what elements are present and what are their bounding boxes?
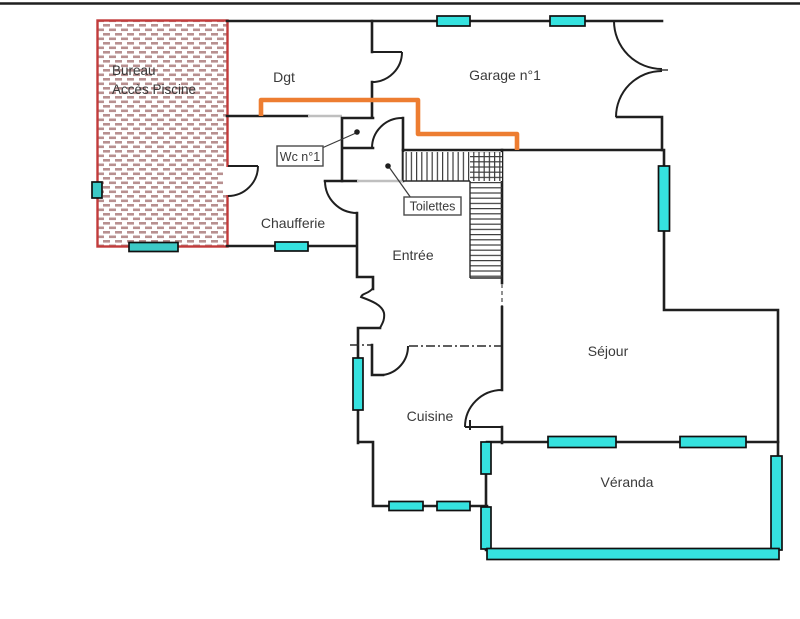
room-bureau xyxy=(91,19,232,253)
door-arc xyxy=(324,180,358,214)
door-arc xyxy=(382,345,410,376)
window-rect xyxy=(549,15,586,27)
window-rect xyxy=(547,435,617,449)
wall-partition-door-jamb xyxy=(370,343,385,377)
leader-line xyxy=(388,166,412,199)
wc-label-box xyxy=(276,145,324,167)
room-label: Véranda xyxy=(601,474,654,490)
stairs xyxy=(402,152,502,279)
toilettes-label-box xyxy=(403,196,462,216)
wall-wc-box xyxy=(340,116,405,183)
room-label: Séjour xyxy=(588,343,629,359)
room-label: Dgt xyxy=(273,69,295,85)
stairs-crosshatch-landing xyxy=(470,152,502,181)
window-rect xyxy=(436,15,471,27)
window-rect xyxy=(657,165,671,232)
leader-line xyxy=(321,132,357,149)
room-label: Chaufferie xyxy=(261,215,326,231)
window-rect xyxy=(128,241,179,253)
windows xyxy=(274,15,783,561)
window-rect xyxy=(388,500,424,512)
wall-cuisine xyxy=(356,326,489,508)
window-rect xyxy=(91,181,103,199)
room-label: Entrée xyxy=(392,247,433,263)
door-arc xyxy=(371,117,403,149)
window-rect xyxy=(679,435,747,449)
door-arc xyxy=(615,70,663,118)
bureau-hatched-area xyxy=(96,19,229,248)
room-label: Garage n°1 xyxy=(469,67,541,83)
window-rect xyxy=(486,547,780,561)
door-leaf xyxy=(465,420,502,430)
room-labels: Bureau Accès Piscine Dgt Garage n°1 Wc n… xyxy=(112,63,654,490)
partition-dashdot xyxy=(350,344,501,347)
bureau-door-gap xyxy=(223,167,232,195)
route-highlight-path xyxy=(258,97,520,150)
wall-garage-right xyxy=(615,115,664,152)
window-rect xyxy=(352,357,364,411)
window-rect xyxy=(770,455,783,551)
room-label: Accès Piscine xyxy=(112,82,196,97)
door-arc xyxy=(227,165,259,197)
room-label: Toilettes xyxy=(410,200,456,214)
wall-break-squiggle xyxy=(359,287,386,329)
marker-dot xyxy=(354,129,360,135)
window-rect xyxy=(480,506,492,550)
stairs-vertical-run xyxy=(470,181,502,278)
wall-east xyxy=(662,148,780,557)
window-rect xyxy=(436,500,471,512)
stairs-outline xyxy=(402,152,502,279)
door-arc xyxy=(613,20,663,70)
room-label: Bureau xyxy=(112,63,156,78)
window-rect xyxy=(274,241,309,252)
room-label: Cuisine xyxy=(407,408,454,424)
door-arc xyxy=(371,51,403,83)
window-rect xyxy=(480,441,492,475)
marker-dot xyxy=(385,163,391,169)
annotations xyxy=(276,129,462,216)
room-label: Wc n°1 xyxy=(280,150,320,164)
door-arc xyxy=(464,389,503,428)
doors xyxy=(227,20,668,430)
